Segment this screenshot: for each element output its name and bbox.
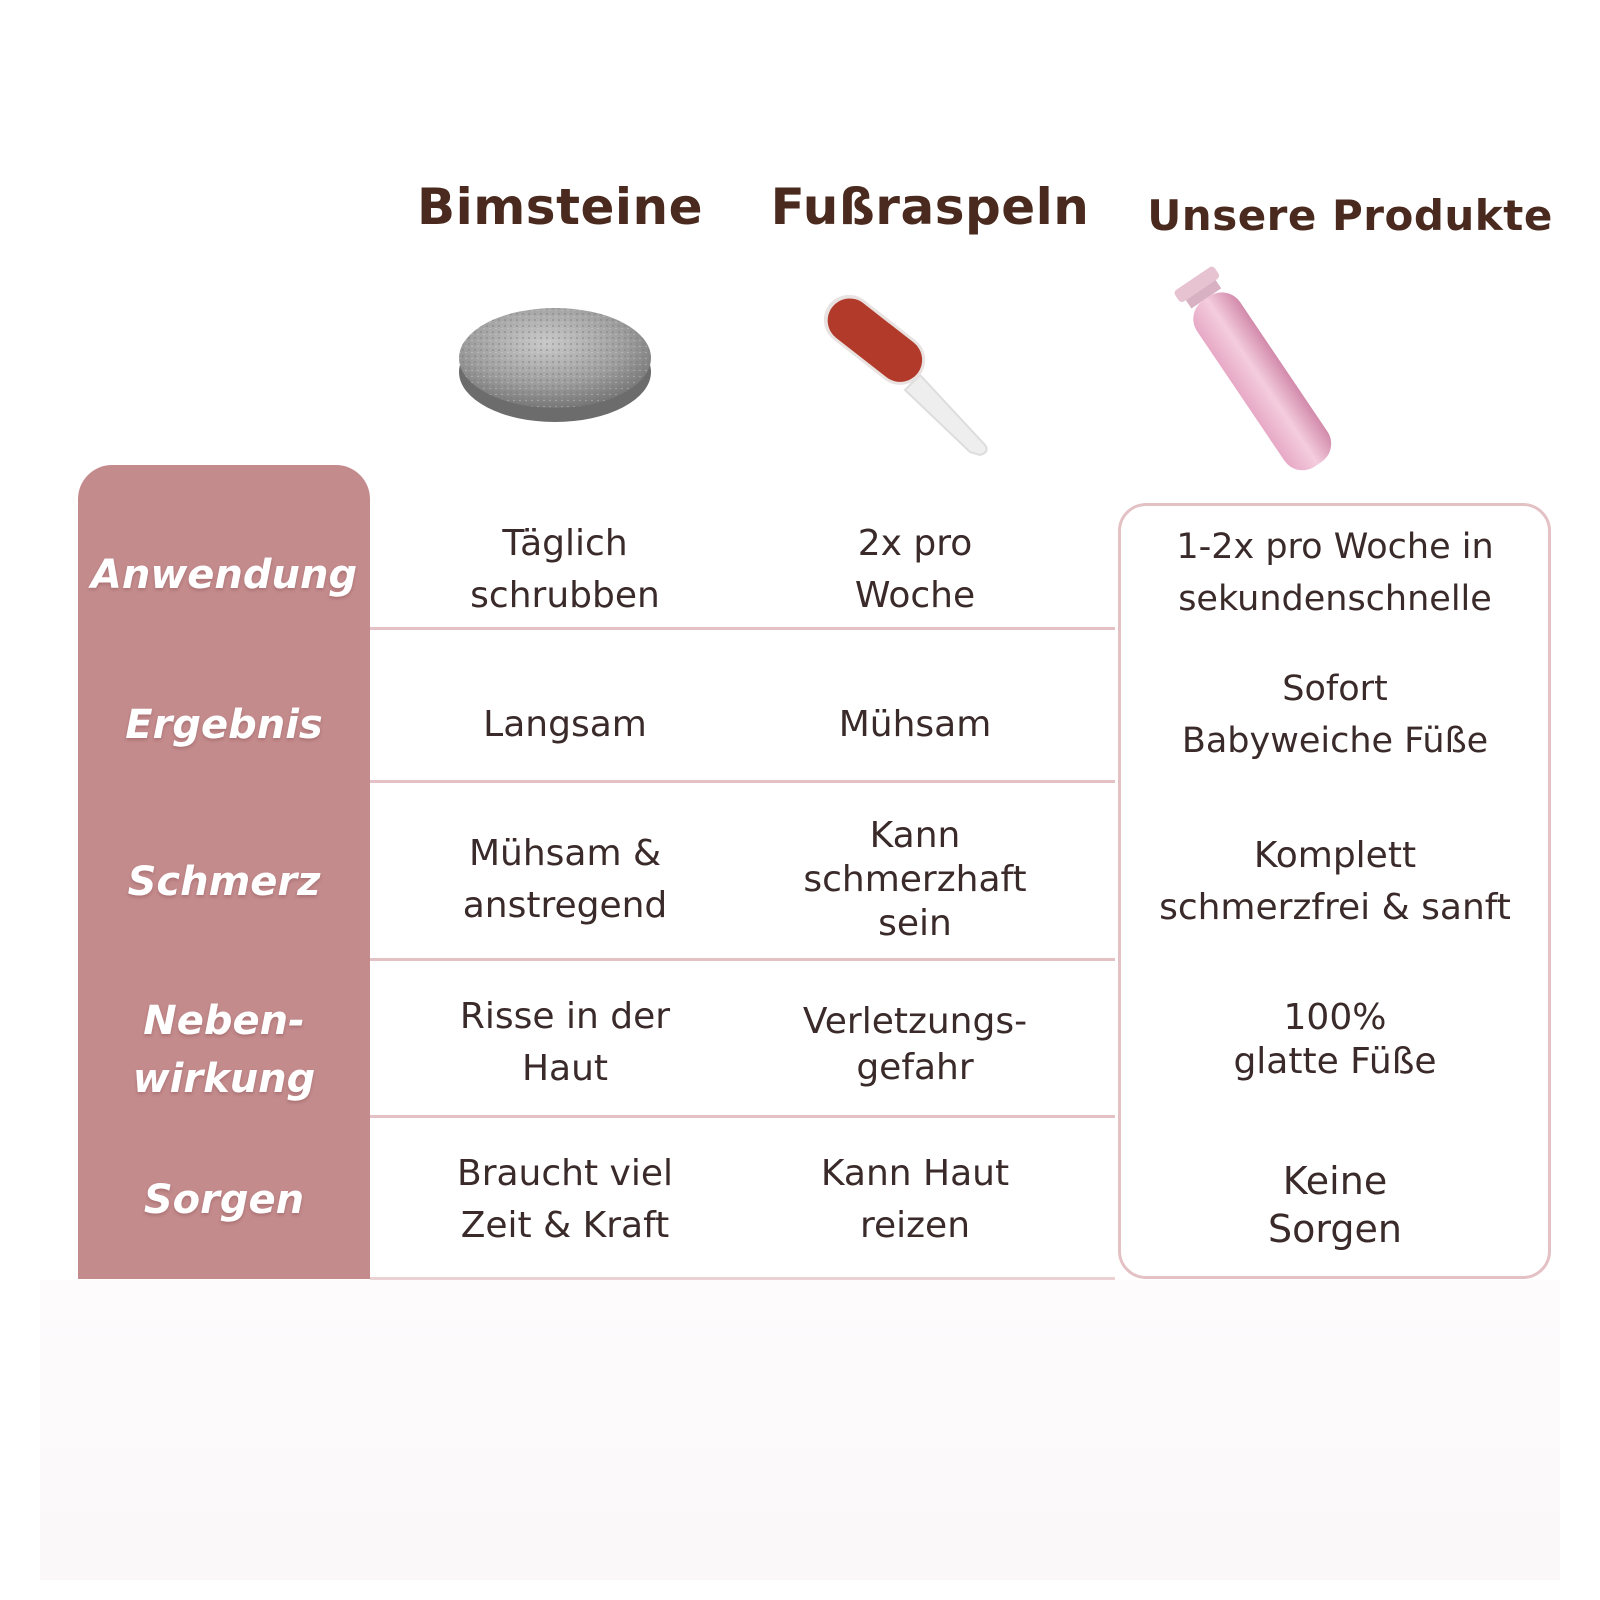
- cell-bimsteine-ergebnis: Langsam: [483, 704, 647, 745]
- cell-bimsteine-nebenwirkung: Risse in der Haut: [459, 996, 671, 1089]
- cell-fussraspeln-sorgen: Kann Haut reizen: [820, 1153, 1010, 1246]
- column-header-fussraspeln: Fußraspeln: [770, 178, 1090, 236]
- pink-callus-remover-icon: [1174, 266, 1332, 471]
- row-label-sorgen: Sorgen: [143, 1177, 305, 1223]
- cell-fussraspeln-nebenwirkung: Verletzungs- gefahr: [802, 1001, 1028, 1088]
- row-divider: [370, 1115, 1115, 1118]
- cell-bimsteine-schmerz: Mühsam & anstregend: [462, 833, 668, 926]
- cell-unsere-sorgen: Keine Sorgen: [1268, 1159, 1402, 1251]
- row-label-ergebnis: Ergebnis: [125, 702, 323, 748]
- cell-unsere-anwendung: 1-2x pro Woche in sekundenschnelle: [1176, 526, 1494, 619]
- faded-footer: [40, 1280, 1560, 1580]
- row-divider: [370, 780, 1115, 783]
- row-label-panel: [78, 465, 370, 1279]
- cell-bimsteine-anwendung: Täglich schrubben: [470, 523, 660, 616]
- cell-bimsteine-sorgen: Braucht viel Zeit & Kraft: [457, 1153, 673, 1246]
- column-header-bimsteine: Bimsteine: [416, 178, 704, 236]
- cell-unsere-schmerz: Komplett schmerzfrei & sanft: [1159, 835, 1511, 928]
- column-header-unsere-produkte: Unsere Produkte: [1147, 190, 1553, 240]
- row-divider: [370, 1277, 1115, 1280]
- cell-fussraspeln-ergebnis: Mühsam: [838, 704, 992, 745]
- row-label-anwendung: Anwendung: [90, 552, 358, 598]
- row-divider: [370, 627, 1115, 630]
- foot-file-icon: [823, 294, 988, 457]
- cell-unsere-ergebnis: Sofort Babyweiche Füße: [1181, 669, 1489, 761]
- row-label-schmerz: Schmerz: [127, 859, 321, 905]
- row-label-nebenwirkung: Neben- wirkung: [132, 998, 316, 1102]
- row-divider: [370, 958, 1115, 961]
- our-product-column-box: [1118, 503, 1551, 1279]
- cell-fussraspeln-anwendung: 2x pro Woche: [854, 523, 976, 616]
- cell-fussraspeln-schmerz: Kann schmerzhaft sein: [803, 815, 1027, 944]
- pumice-stone-icon: [459, 308, 651, 422]
- cell-unsere-nebenwirkung: 100% glatte Füße: [1233, 997, 1437, 1082]
